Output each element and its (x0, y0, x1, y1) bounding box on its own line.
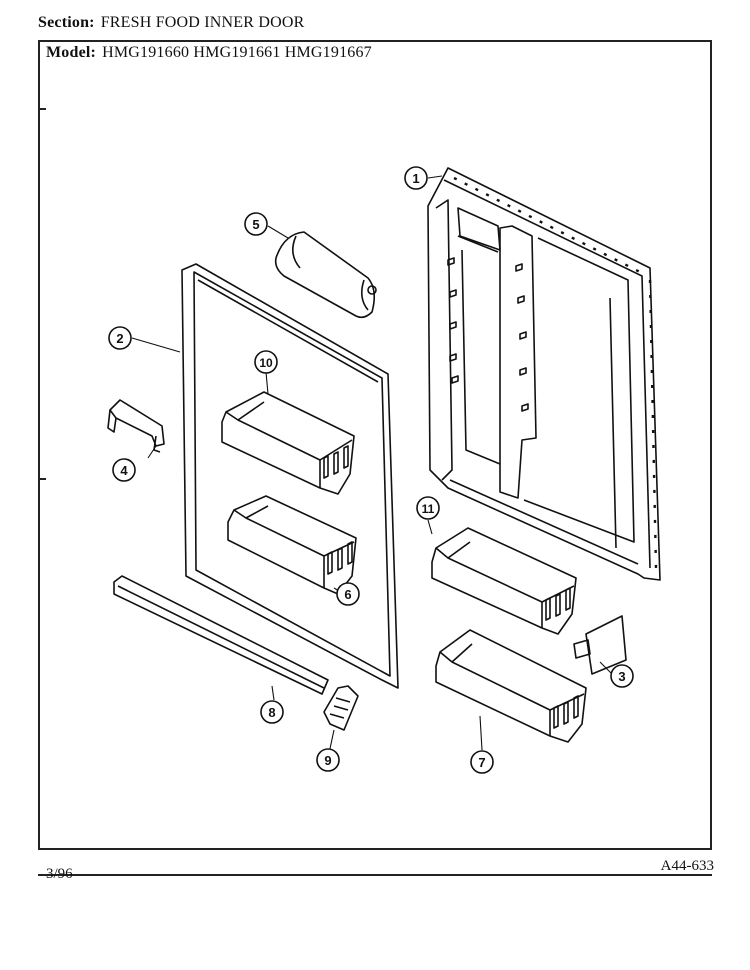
margin-tick (40, 108, 46, 110)
margin-tick (40, 848, 46, 850)
callout-circle (112, 458, 136, 482)
callout-label: 1 (412, 171, 419, 186)
callout-group: 1 2 3 4 5 6 7 8 9 10 11 (108, 166, 634, 774)
callout-circle (244, 212, 268, 236)
door-gasket-part (181, 263, 399, 689)
leader-lines (131, 175, 615, 759)
callout-label: 3 (618, 669, 625, 684)
callout-label: 5 (252, 217, 259, 232)
callout-circle (316, 748, 340, 772)
section-header: Section: FRESH FOOD INNER DOOR (38, 14, 304, 32)
callout-label: 10 (259, 356, 273, 370)
revision-date: 3/96 (46, 866, 73, 882)
diagram-code: A44-633 (660, 858, 714, 874)
exploded-parts-diagram: 1 2 3 4 5 6 7 8 9 10 11 (107, 166, 661, 774)
dairy-door-part (274, 231, 377, 319)
trim-strip-part (113, 575, 329, 695)
spacer-part (573, 615, 627, 675)
model-numbers: HMG191660 HMG191661 HMG191667 (102, 44, 372, 61)
callout-circle (254, 350, 278, 374)
callout-label: 9 (324, 753, 331, 768)
callout-circle (336, 582, 360, 606)
callout-circle (416, 496, 440, 520)
callout-circle (404, 166, 428, 190)
hinge-cover-part (323, 685, 359, 731)
callout-circle (610, 664, 634, 688)
callout-circle (260, 700, 284, 724)
right-upper-bin-part (431, 527, 577, 635)
section-title: FRESH FOOD INNER DOOR (100, 14, 305, 31)
callout-label: 8 (268, 705, 275, 720)
section-label: Section: (38, 14, 95, 31)
door-clip-part (107, 399, 165, 453)
middle-door-bin-part (227, 495, 357, 595)
right-lower-bin-part (435, 629, 587, 743)
model-label: Model: (46, 44, 97, 61)
callout-label: 4 (120, 463, 128, 478)
callout-label: 7 (478, 755, 485, 770)
door-liner-part (427, 167, 661, 581)
callout-circle (470, 750, 494, 774)
callout-label: 11 (422, 502, 435, 516)
upper-door-bin-part (221, 391, 355, 495)
margin-tick (40, 478, 46, 480)
callout-label: 2 (116, 331, 123, 346)
callout-label: 6 (344, 587, 351, 602)
model-header: Model: HMG191660 HMG191661 HMG191667 (46, 44, 372, 62)
footer-rule (38, 874, 712, 876)
callout-circle (108, 326, 132, 350)
diagram-frame (38, 40, 712, 850)
